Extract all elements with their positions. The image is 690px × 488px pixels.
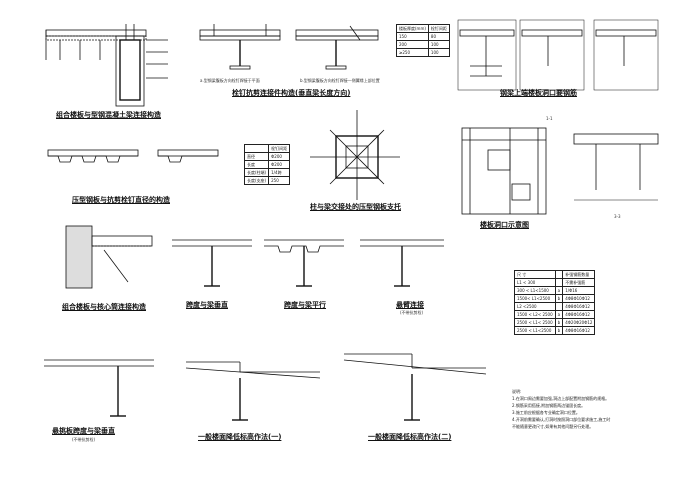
table-cell: b [554,326,564,335]
caption-cantilever-slab: 悬挑板跨度与梁垂直 [52,427,115,435]
table-cell [554,302,564,311]
detail-stud-connector [199,24,379,70]
notes-line: 3.施工前应根据各专业确定洞口位置。 [512,410,580,415]
detail-slab-beam-connection [45,24,168,107]
caption-slab-opening-plan: 楼板洞口示意图 [480,221,529,229]
sub-label-a: a.型钢梁腹板方向栓钉焊接于平面 [200,78,260,83]
table-header: 栓钉间距 [427,24,450,33]
notes-line: 1.在洞口周边需要加强,洞边上部配置附加钢筋的规格。 [512,396,610,401]
detail-slab-opening-plan [461,127,659,215]
table-cell [554,278,564,287]
table-cell: 1/4跨 [268,168,291,177]
caption-span-perpendicular: 跨度与梁垂直 [186,301,228,309]
table-cell: a [554,310,564,319]
table-cell: b [554,318,564,327]
notes-line: 4.开洞前需要确认,打洞时按照洞口部位要求施工,施工时 [512,417,611,422]
detail-beam-opening [457,19,659,91]
notes-line: 不能随意更改尺寸,如果有其他问题另行处理。 [512,424,594,429]
sub-label-no-stud-2: (不带抗剪栓) [72,437,96,442]
caption-span-parallel: 跨度与梁平行 [284,301,326,309]
detail-column-junction [310,110,400,200]
table-header [554,270,564,279]
detail-lowered-slab [44,353,487,421]
table-cell: b [554,294,564,303]
table-cell: a [554,286,564,295]
table-cell: 80 [427,32,450,41]
table-cell: 2500 < L1< 2500 [514,318,556,327]
caption-column-junction: 柱与梁交接处的压型钢板支托 [310,203,401,211]
notes-block: 说明: 1.在洞口周边需要加强,洞边上部配置附加钢筋的规格。 2.钢筋采用搭接,… [512,388,610,430]
table-cell: 不需补强筋 [562,278,596,287]
detail-beam-sections [172,239,444,287]
notes-title: 说明: [512,389,522,394]
table-cell: 4Φ8Φ16Φ12 [562,326,596,335]
section-mark-1: 1-1 [546,116,553,121]
caption-slab-beam-connection: 组合楼板与型钢混凝土梁连接构造 [56,111,161,119]
detail-profiled-sheet [47,149,219,163]
caption-lowered-slab-2: 一般楼面降低标高作法(二) [368,433,452,441]
table-cell: 直径 [243,152,270,161]
table-header [243,144,270,153]
table-header: 栓钉间距 [268,144,291,153]
sub-label-b: b.型钢梁腹板方向栓钉焊接一侧翼缘上部位置 [300,78,380,83]
table-cell: 150 [396,32,429,41]
table-header: 楼板厚度(mm) [396,24,429,33]
table-cell: 1500< L1<2500 [514,294,556,303]
table-cell: 4Φ8Φ10Φ12 [562,294,596,303]
table-cell: 2500 < L1<2500 [514,326,556,335]
table-cell: Φ200 [268,160,291,169]
detail-core-wall [65,225,153,289]
table-cell: 长度(柱端) [243,168,270,177]
table-cell: 1/Φ16 [562,286,596,295]
table-cell: L2 <2500 [514,302,556,311]
caption-stud-connector: 栓钉抗剪连接件构造(垂直梁长度方向) [232,89,351,97]
caption-cantilever-connection: 悬臂连接 [396,301,424,309]
table-cell: 300 < L1<1500 [514,286,556,295]
table-cell: 4Φ20Φ20Φ12 [562,318,596,327]
table-cell: L1 < 300 [514,278,556,287]
table-cell: 4Φ8Φ16Φ12 [562,302,596,311]
table-cell: 100 [427,48,450,57]
notes-line: 2.钢筋采用搭接,附加钢筋两边锚固长度。 [512,403,586,408]
table-header: 尺 寸 [514,270,556,279]
table-cell: 长度 [243,160,270,169]
table-cell: 4Φ8Φ16Φ12 [562,310,596,319]
section-mark-3: 3-3 [614,214,621,219]
caption-beam-opening: 钢梁上端楼板洞口要钢筋 [500,89,577,97]
table-cell: 长度(支座) [243,176,270,185]
caption-profiled-sheet: 压型钢板与抗剪栓钉直径的构造 [72,196,170,204]
table-cell: 200 [396,40,429,49]
table-cell: 100 [427,40,450,49]
table-cell: ≥250 [396,48,429,57]
table-cell: Φ200 [268,152,291,161]
caption-core-wall: 组合楼板与核心筒连接构造 [62,303,146,311]
table-header: 补强钢筋数量 [562,270,596,279]
caption-lowered-slab-1: 一般楼面降低标高作法(一) [198,433,282,441]
table-cell: 250 [268,176,291,185]
table-cell: 1500 < L2< 2500 [514,310,556,319]
sub-label-no-stud: (不带抗剪栓) [400,310,424,315]
